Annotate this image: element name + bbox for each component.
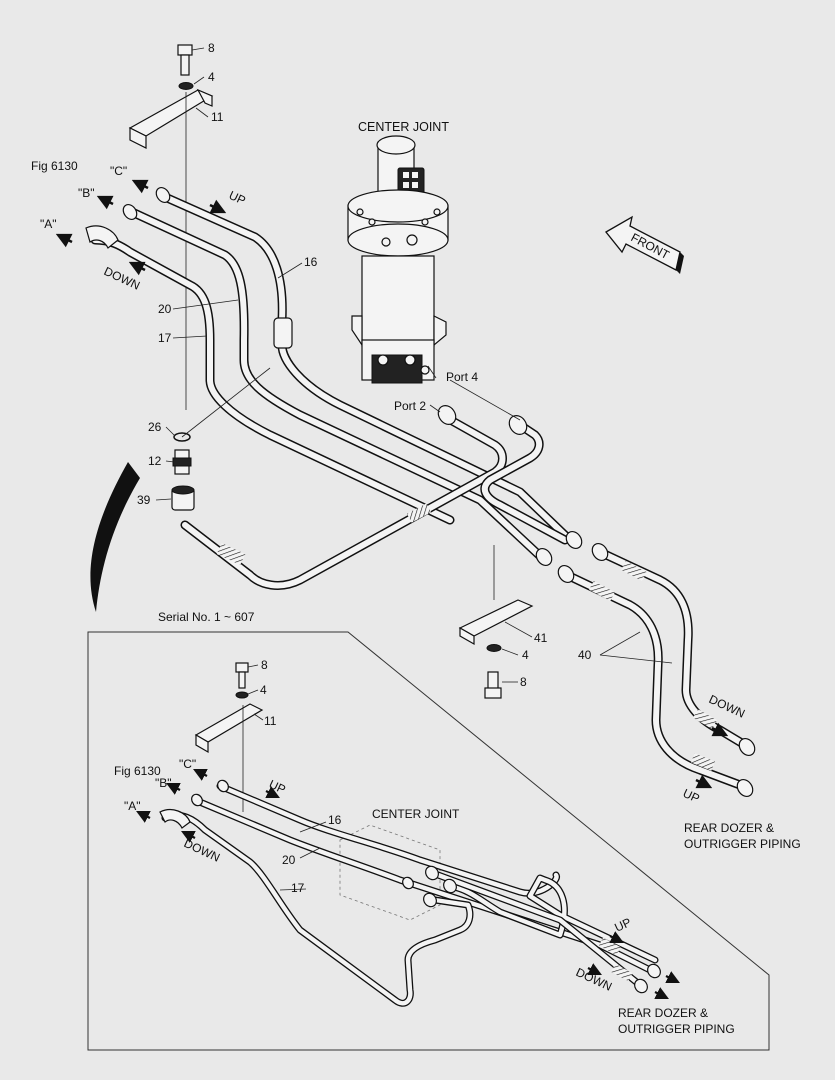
callout-39: 39 xyxy=(137,493,151,507)
port2-label: Port 2 xyxy=(394,399,426,413)
flow-arrow-icon xyxy=(96,195,114,210)
callout-4b: 4 xyxy=(522,648,529,662)
inset-view: Serial No. 1 ~ 607 xyxy=(87,610,770,1051)
callout-8b: 8 xyxy=(520,675,527,689)
inset-callout-20: 20 xyxy=(282,853,296,867)
callout-26: 26 xyxy=(148,420,162,434)
leader-lines xyxy=(155,47,673,683)
up-label: UP xyxy=(227,188,248,208)
inset-up-label-rear: UP xyxy=(612,915,633,935)
port4-label: Port 4 xyxy=(446,370,478,384)
port-a-label: "A" xyxy=(40,217,57,231)
callout-8: 8 xyxy=(208,41,215,55)
callout-17: 17 xyxy=(158,331,172,345)
flow-arrow-icon xyxy=(265,786,280,798)
callout-20: 20 xyxy=(158,302,172,316)
inset-callout-4: 4 xyxy=(260,683,267,697)
flow-arrow-icon xyxy=(711,722,729,737)
rear-piping-label-1: REAR DOZER & xyxy=(684,821,774,835)
flow-arrow-icon xyxy=(609,931,624,943)
main-pipes xyxy=(85,186,756,797)
flow-arrow-icon xyxy=(654,987,669,999)
flow-arrow-icon xyxy=(128,261,146,276)
inset-down-label-rear: DOWN xyxy=(574,965,614,994)
lower-clamp-assembly xyxy=(458,545,534,699)
inset-callout-16: 16 xyxy=(328,813,342,827)
callout-41: 41 xyxy=(534,631,548,645)
up-label-rear: UP xyxy=(681,786,702,806)
flow-arrow-icon xyxy=(587,963,602,975)
port-b-label: "B" xyxy=(78,186,95,200)
inset-rear-label-2: OUTRIGGER PIPING xyxy=(618,1022,735,1036)
inset-frame xyxy=(87,631,770,1051)
inset-rear-label-1: REAR DOZER & xyxy=(618,1006,708,1020)
inset-callout-8: 8 xyxy=(261,658,268,672)
flow-arrow-icon xyxy=(209,199,227,214)
callout-12: 12 xyxy=(148,454,162,468)
inset-port-a-label: "A" xyxy=(124,799,141,813)
front-arrow-icon xyxy=(605,215,684,274)
fig-ref-label: Fig 6130 xyxy=(31,159,78,173)
serial-label: Serial No. 1 ~ 607 xyxy=(158,610,255,624)
flow-arrow-icon xyxy=(193,769,208,781)
inset-up-label: UP xyxy=(267,777,288,797)
flow-arrow-icon xyxy=(136,811,151,823)
main-view: CENTER JOINT Fig 6130 "C" "B" "A" UP DOW… xyxy=(31,41,801,851)
inset-port-b-label: "B" xyxy=(155,776,172,790)
callout-16: 16 xyxy=(304,255,318,269)
flow-arrow-icon xyxy=(131,179,149,194)
flow-arrow-icon xyxy=(166,783,181,795)
flow-arrow-icon xyxy=(665,971,680,983)
fitting-parts xyxy=(171,367,271,511)
inset-port-c-label: "C" xyxy=(179,757,196,771)
inset-callout-17: 17 xyxy=(291,881,305,895)
inset-callout-11: 11 xyxy=(264,714,277,728)
rear-piping-label-2: OUTRIGGER PIPING xyxy=(684,837,801,851)
center-joint-label: CENTER JOINT xyxy=(358,120,449,134)
port-c-label: "C" xyxy=(110,164,127,178)
inset-center-joint-label: CENTER JOINT xyxy=(372,807,460,821)
callout-40: 40 xyxy=(578,648,592,662)
callout-4: 4 xyxy=(208,70,215,84)
swing-arc-shape xyxy=(90,462,140,612)
flow-arrow-icon xyxy=(55,233,73,248)
flow-arrow-icon xyxy=(181,831,196,843)
inset-fig-ref-label: Fig 6130 xyxy=(114,764,161,778)
center-joint-body xyxy=(347,135,449,384)
down-label: DOWN xyxy=(102,264,142,293)
flow-arrow-icon xyxy=(695,774,713,789)
flow-arrows xyxy=(55,179,729,789)
down-label-rear: DOWN xyxy=(707,692,747,721)
callout-11: 11 xyxy=(211,110,224,124)
